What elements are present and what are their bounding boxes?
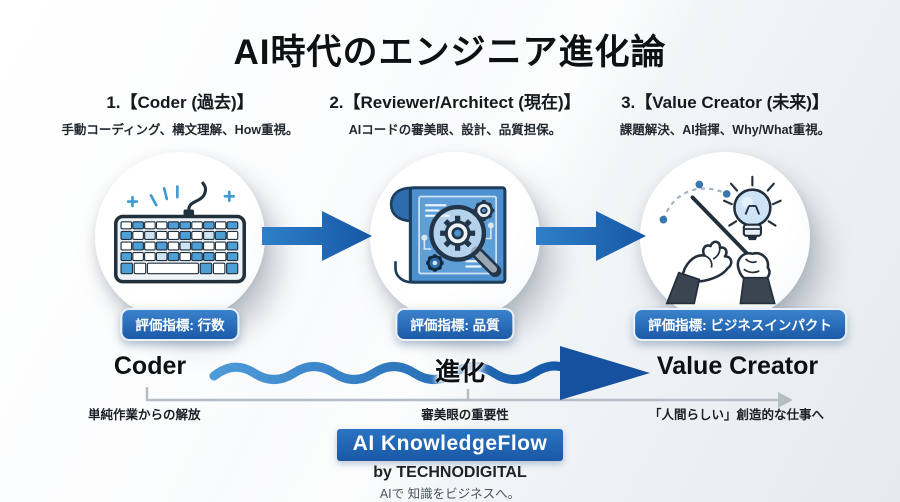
keyboard-icon — [105, 169, 255, 306]
stage-reviewer-heading: 2.【Reviewer/Architect (現在)】 — [329, 93, 581, 112]
timeline-label-past: 単純作業からの解放 — [88, 408, 201, 422]
timeline-label-future: 「人間らしい」創造的な仕事へ — [648, 408, 824, 422]
stage-value-creator-header: 3.【Value Creator (未来)】 課題解決、AI指揮、Why/Wha… — [585, 88, 865, 138]
stage-reviewer-subheading: AIコードの審美眼、設計、品質担保。 — [348, 123, 562, 137]
stage-coder-subheading: 手動コーディング、構文理解、How重視。 — [61, 123, 299, 137]
arrow-right-icon — [262, 206, 374, 271]
stage-value-creator-circle — [640, 152, 810, 322]
stage-reviewer-header: 2.【Reviewer/Architect (現在)】 AIコードの審美眼、設計… — [315, 88, 595, 138]
footer: AI KnowledgeFlow by TECHNODIGITAL AIで 知識… — [0, 429, 900, 502]
arrow-right-icon — [536, 206, 648, 271]
stage-coder-circle — [95, 152, 265, 322]
stage-coder-header: 1.【Coder (過去)】 手動コーディング、構文理解、How重視。 — [40, 88, 320, 138]
page-title: AI時代のエンジニア進化論 — [233, 33, 667, 72]
stage-reviewer-circle — [370, 152, 540, 322]
evolution-label: 進化 — [434, 358, 485, 386]
brand-badge: AI KnowledgeFlow — [336, 429, 564, 461]
evolution-from-label: Coder — [113, 352, 187, 380]
metric-badge-value-creator: 評価指標: ビジネスインパクト — [633, 308, 847, 341]
metric-badge-coder: 評価指標: 行数 — [120, 308, 240, 341]
evolution-to-label: Value Creator — [656, 352, 819, 380]
stage-value-creator-heading: 3.【Value Creator (未来)】 — [621, 93, 829, 112]
blueprint-gears-icon — [380, 165, 530, 310]
stage-value-creator-subheading: 課題解決、AI指揮、Why/What重視。 — [619, 123, 831, 137]
timeline-label-present: 審美眼の重要性 — [421, 408, 509, 422]
brand-tagline: AIで 知識をビジネスへ。 — [379, 487, 521, 501]
brand-byline: by TECHNODIGITAL — [373, 464, 527, 481]
stage-coder-heading: 1.【Coder (過去)】 — [106, 93, 254, 112]
conductor-lightbulb-icon — [648, 165, 802, 310]
timeline-axis — [0, 384, 900, 415]
metric-badge-reviewer: 評価指標: 品質 — [395, 308, 515, 341]
